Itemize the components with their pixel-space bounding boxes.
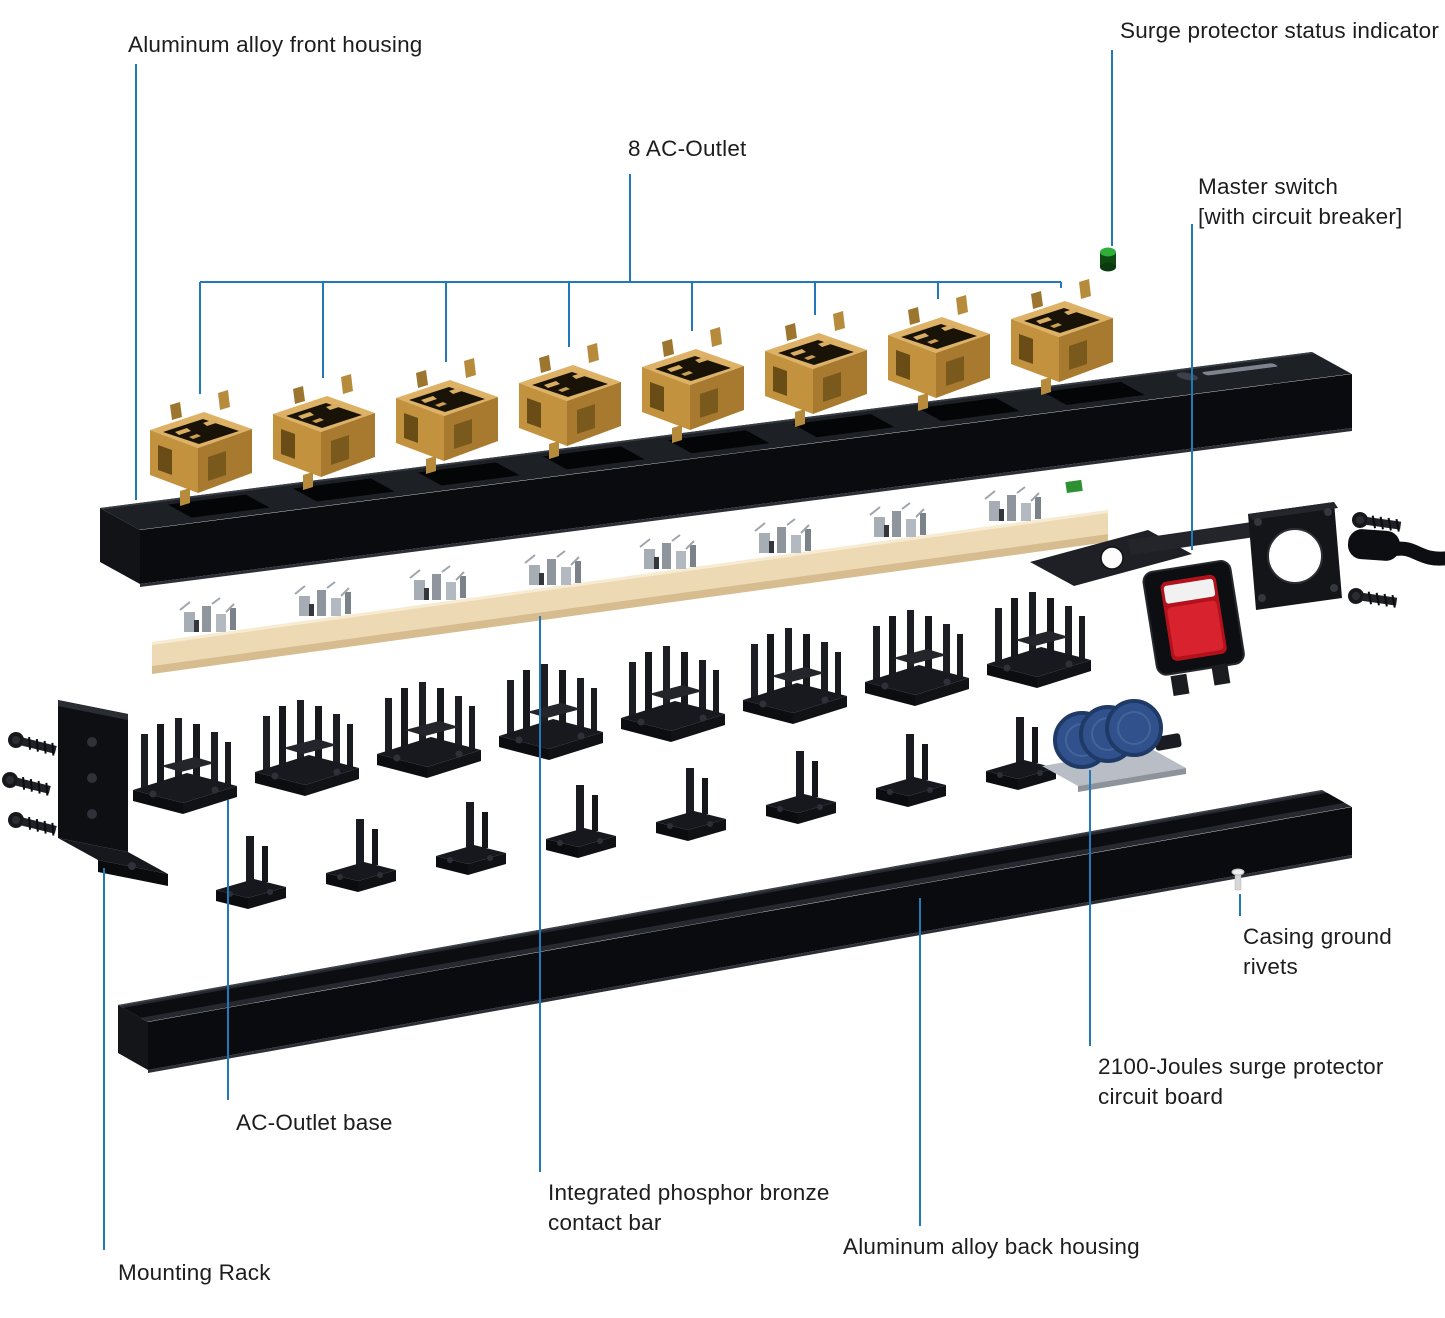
led-pcb bbox=[1065, 479, 1083, 494]
brand-mark bbox=[1202, 363, 1278, 376]
master-switch bbox=[1142, 560, 1245, 696]
power-cord bbox=[1347, 529, 1445, 566]
label-back-housing: Aluminum alloy back housing bbox=[843, 1234, 1140, 1259]
end-plate bbox=[1248, 502, 1403, 611]
label-outlet-base: AC-Outlet base bbox=[236, 1110, 393, 1135]
callout-lines bbox=[103, 50, 1241, 1250]
label-casing-rivets: Casing ground rivets bbox=[1243, 924, 1392, 980]
label-mounting-rack: Mounting Rack bbox=[118, 1260, 271, 1285]
ground-rivet bbox=[1231, 868, 1245, 891]
label-contact-bar: Integrated phosphor bronze contact bar bbox=[548, 1180, 830, 1236]
rack-screws bbox=[0, 729, 59, 839]
mounting-rack bbox=[58, 700, 168, 886]
label-status-indicator: Surge protector status indicator bbox=[1120, 18, 1440, 43]
contact-bar bbox=[152, 479, 1108, 674]
front-housing bbox=[100, 352, 1352, 587]
status-led-icon bbox=[1100, 247, 1116, 272]
label-ac-outlet: 8 AC-Outlet bbox=[628, 136, 747, 161]
mov-discs bbox=[1042, 699, 1186, 792]
back-housing bbox=[118, 789, 1352, 1073]
label-master-switch: Master switch [with circuit breaker] bbox=[1198, 174, 1403, 230]
label-surge-board: 2100-Joules surge protector circuit boar… bbox=[1098, 1054, 1384, 1110]
label-front-housing: Aluminum alloy front housing bbox=[128, 32, 423, 57]
